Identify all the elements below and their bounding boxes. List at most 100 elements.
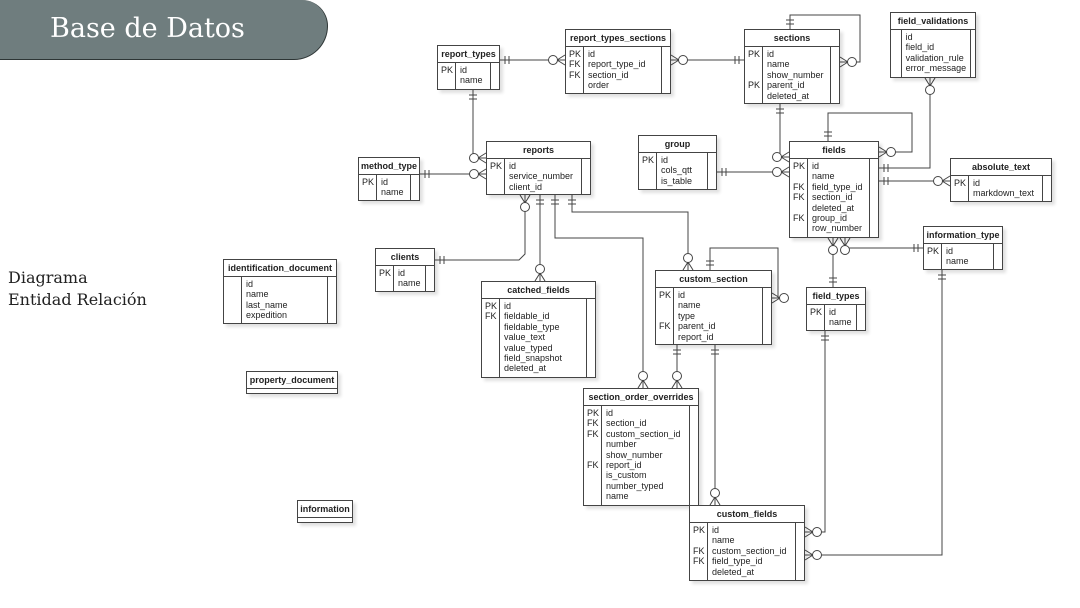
field-name: markdown_text	[973, 188, 1035, 199]
field-name: number	[606, 439, 637, 450]
key-label	[485, 332, 499, 342]
table-title: information	[298, 501, 352, 518]
key-label	[748, 70, 762, 80]
field-name: id	[946, 246, 954, 256]
relationship-line	[827, 112, 913, 153]
table-padding	[582, 159, 590, 195]
key-label	[748, 59, 762, 69]
zero-marker	[933, 176, 943, 186]
subtitle: Diagrama Entidad Relación	[8, 267, 147, 311]
field-name: group_id	[812, 212, 848, 223]
crow-foot-marker	[804, 554, 814, 561]
field-name: show_number	[767, 69, 824, 80]
relationship-custom-section-self	[706, 247, 789, 304]
key-label	[642, 176, 656, 186]
zero-marker	[710, 488, 720, 498]
key-label	[894, 63, 901, 73]
key-label	[227, 279, 241, 289]
table-padding	[857, 305, 865, 331]
key-column: PK	[376, 266, 394, 292]
crow-foot-marker	[832, 237, 839, 247]
key-column: PK	[639, 153, 657, 190]
relationship-field-types-to-fields	[827, 237, 839, 287]
table-title: clients	[376, 249, 434, 266]
crow-foot-marker	[780, 151, 790, 158]
table-padding	[708, 153, 716, 190]
field-name: report_id	[606, 459, 642, 470]
table-padding	[870, 159, 878, 238]
field-name: field_type_id	[812, 181, 863, 192]
field-name: name	[381, 187, 404, 198]
crow-foot-marker	[670, 54, 680, 61]
relationship-line	[805, 331, 826, 533]
table-padding	[587, 299, 595, 378]
table-padding	[328, 277, 336, 324]
relationship-report-types-to-reports	[469, 90, 487, 164]
zero-marker	[779, 293, 789, 303]
key-label	[659, 300, 673, 310]
table-title: absolute_text	[951, 159, 1051, 176]
crow-foot-marker	[844, 237, 851, 247]
subtitle-line-1: Diagrama	[8, 268, 88, 287]
title-banner: Base de Datos	[0, 0, 328, 60]
field-name: field_type_id	[712, 556, 763, 567]
field-name: section_id	[812, 192, 853, 203]
relationship-sections-to-fields	[772, 104, 790, 163]
table-title: section_order_overrides	[584, 389, 698, 406]
relationship-fields-to-information-type	[839, 237, 923, 255]
key-label	[227, 300, 241, 310]
field-name: name	[712, 535, 735, 546]
relationship-line	[805, 270, 943, 556]
relationship-line	[779, 104, 789, 158]
zero-marker	[772, 167, 782, 177]
key-label: PK	[362, 177, 375, 187]
crow-foot-marker	[670, 59, 680, 66]
table-padding	[1043, 176, 1051, 202]
crow-foot-marker	[477, 157, 487, 164]
field-name: number_typed	[606, 480, 664, 491]
key-label: FK	[587, 459, 599, 470]
key-label	[793, 171, 807, 181]
crow-foot-marker	[671, 379, 678, 389]
table-padding	[690, 406, 698, 506]
key-label	[693, 567, 707, 577]
field-name: name	[946, 256, 969, 267]
field-name: is_table	[661, 175, 693, 186]
table-title: property_document	[247, 372, 337, 389]
table-property-document[interactable]: property_document	[246, 371, 338, 394]
field-name: field_snapshot	[504, 352, 563, 363]
crow-foot-marker	[924, 77, 931, 87]
table-information[interactable]: information	[297, 500, 353, 523]
field-name: section_id	[588, 69, 629, 80]
key-label: PK	[569, 49, 582, 59]
relationship-line	[435, 195, 526, 261]
table-title: field_validations	[891, 13, 975, 30]
crow-foot-marker	[642, 379, 649, 389]
key-label: FK	[587, 428, 599, 439]
key-label: PK	[642, 155, 655, 165]
field-name: id	[661, 155, 669, 165]
